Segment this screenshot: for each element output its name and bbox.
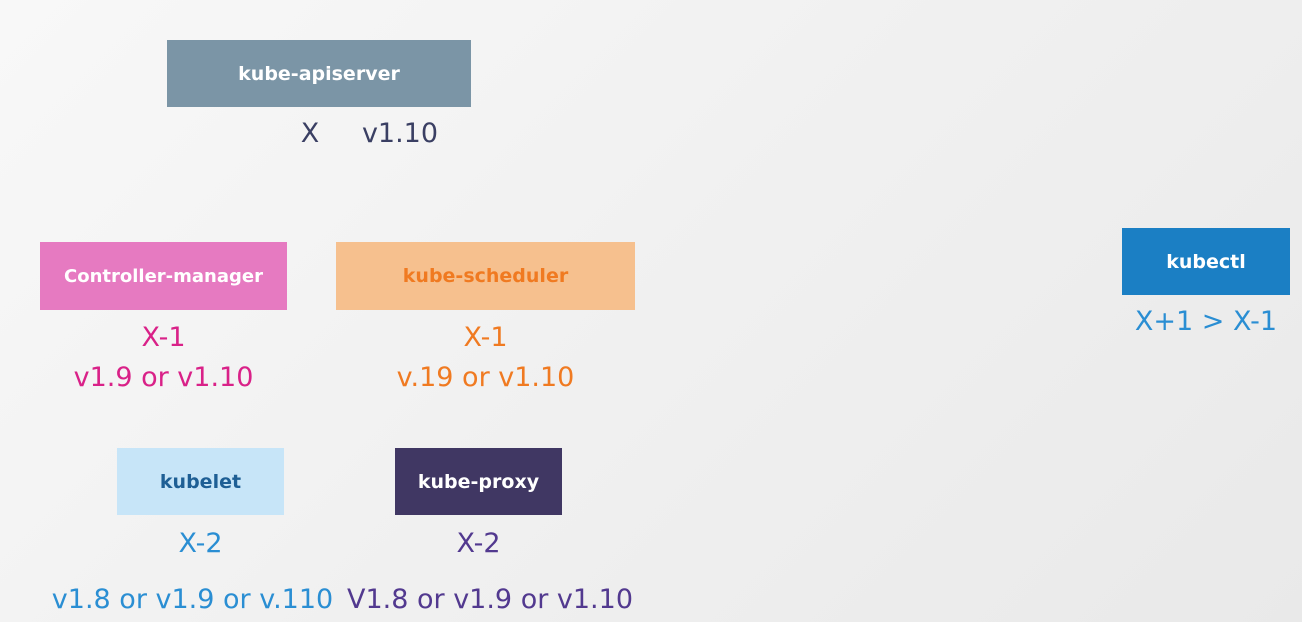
kube-proxy-label: kube-proxy <box>417 470 540 493</box>
controller-manager-box: Controller-manager <box>40 242 287 310</box>
kube-proxy-version-symbol: X-2 <box>456 528 501 559</box>
controller-manager-version-symbol: X-1 <box>141 322 186 353</box>
kube-apiserver-label: kube-apiserver <box>238 62 400 85</box>
kubelet-label: kubelet <box>159 470 242 493</box>
kube-scheduler-versions: v.19 or v1.10 <box>396 362 575 393</box>
controller-manager-versions: v1.9 or v1.10 <box>73 362 254 393</box>
kubectl-label: kubectl <box>1166 250 1246 273</box>
kube-proxy-versions: V1.8 or v1.9 or v1.10 <box>347 584 633 615</box>
kube-scheduler-box: kube-scheduler <box>336 242 635 310</box>
kube-apiserver-version: v1.10 <box>361 118 439 149</box>
kubectl-version-rule: X+1 > X-1 <box>1134 306 1278 337</box>
kube-scheduler-version-symbol: X-1 <box>463 322 508 353</box>
kubelet-version-symbol: X-2 <box>178 528 223 559</box>
kube-proxy-box: kube-proxy <box>395 448 562 515</box>
kube-apiserver-version-symbol: X <box>300 118 320 149</box>
kubectl-box: kubectl <box>1122 228 1290 295</box>
kube-apiserver-box: kube-apiserver <box>167 40 471 107</box>
controller-manager-label: Controller-manager <box>64 265 263 287</box>
kubelet-box: kubelet <box>117 448 284 515</box>
kube-scheduler-label: kube-scheduler <box>402 265 569 287</box>
kubelet-versions: v1.8 or v1.9 or v.110 <box>51 584 334 615</box>
